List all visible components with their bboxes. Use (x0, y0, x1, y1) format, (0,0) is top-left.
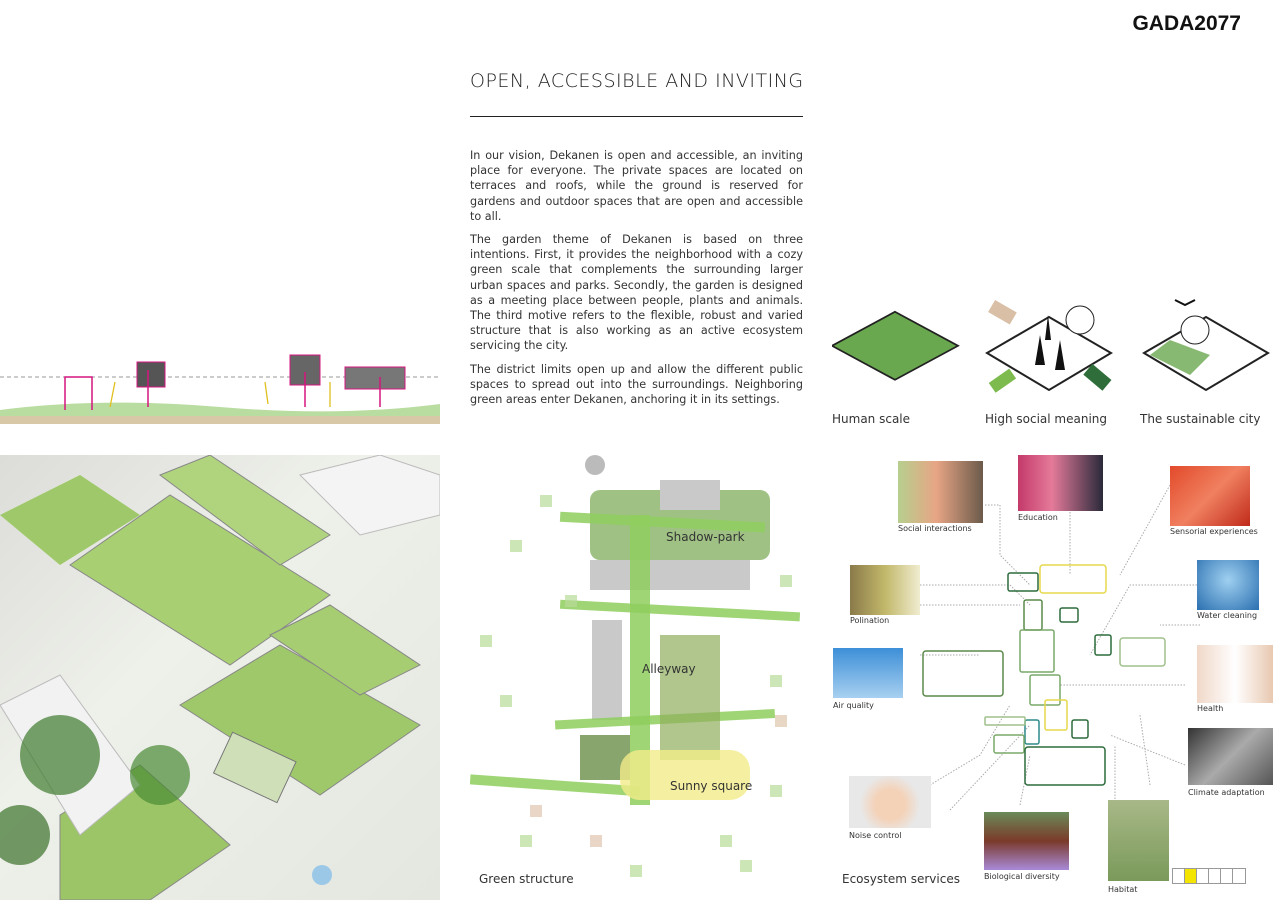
label-sensorial-experiences: Sensorial experiences (1170, 527, 1258, 536)
label-education: Education (1018, 513, 1058, 522)
legend-scale (1172, 868, 1246, 884)
paragraph-1: In our vision, Dekanen is open and acces… (470, 149, 803, 223)
photo-habitat (1108, 800, 1169, 881)
ecosystem-services-diagram: Social interactions Education Sensorial … (830, 455, 1273, 900)
label-water-cleaning: Water cleaning (1197, 611, 1258, 620)
photo-social-interactions (898, 461, 983, 523)
label-biological-diversity: Biological diversity (984, 872, 1060, 881)
green-structure-plan: Shadow-park Alleyway Sunny square Green … (469, 455, 805, 900)
plan-label-shadow-park: Shadow-park (666, 530, 745, 544)
human-scale-diagram: Human scale (830, 305, 962, 435)
photo-polination (850, 565, 920, 615)
plan-label-sunny-square: Sunny square (670, 779, 753, 793)
label-climate-adaptation: Climate adaptation (1188, 788, 1265, 797)
photo-water-cleaning (1197, 560, 1259, 610)
brand-logo: GADA2077 (1132, 12, 1241, 35)
social-meaning-diagram: High social meaning (985, 295, 1120, 435)
photo-noise-control (849, 776, 931, 828)
photo-sensorial-experiences (1170, 466, 1250, 526)
intention-human-scale: Human scale (832, 412, 911, 426)
section-diagram (0, 352, 440, 426)
intention-sustainable-city: The sustainable city (1140, 412, 1261, 426)
plan-caption: Green structure (479, 872, 574, 886)
photo-education (1018, 455, 1103, 511)
photo-health (1197, 645, 1273, 703)
label-social-interactions: Social interactions (898, 524, 972, 533)
intention-high-social-meaning: High social meaning (985, 412, 1108, 426)
plan-label-alleyway: Alleyway (642, 662, 696, 676)
label-habitat: Habitat (1108, 885, 1138, 894)
aerial-view-image (0, 454, 441, 901)
label-air-quality: Air quality (833, 701, 874, 710)
ecosystem-caption: Ecosystem services (842, 872, 960, 886)
page-title: OPEN, ACCESSIBLE AND INVITING (470, 70, 804, 92)
label-polination: Polination (850, 616, 890, 625)
paragraph-3: The district limits open up and allow th… (470, 363, 803, 407)
label-health: Health (1197, 704, 1224, 713)
sustainable-city-diagram: The sustainable city (1140, 295, 1273, 435)
title-divider (470, 116, 803, 117)
label-noise-control: Noise control (849, 831, 902, 840)
photo-climate-adaptation (1188, 728, 1273, 785)
photo-air-quality (833, 648, 903, 698)
paragraph-2: The garden theme of Dekanen is based on … (470, 233, 803, 353)
photo-biological-diversity (984, 812, 1069, 870)
